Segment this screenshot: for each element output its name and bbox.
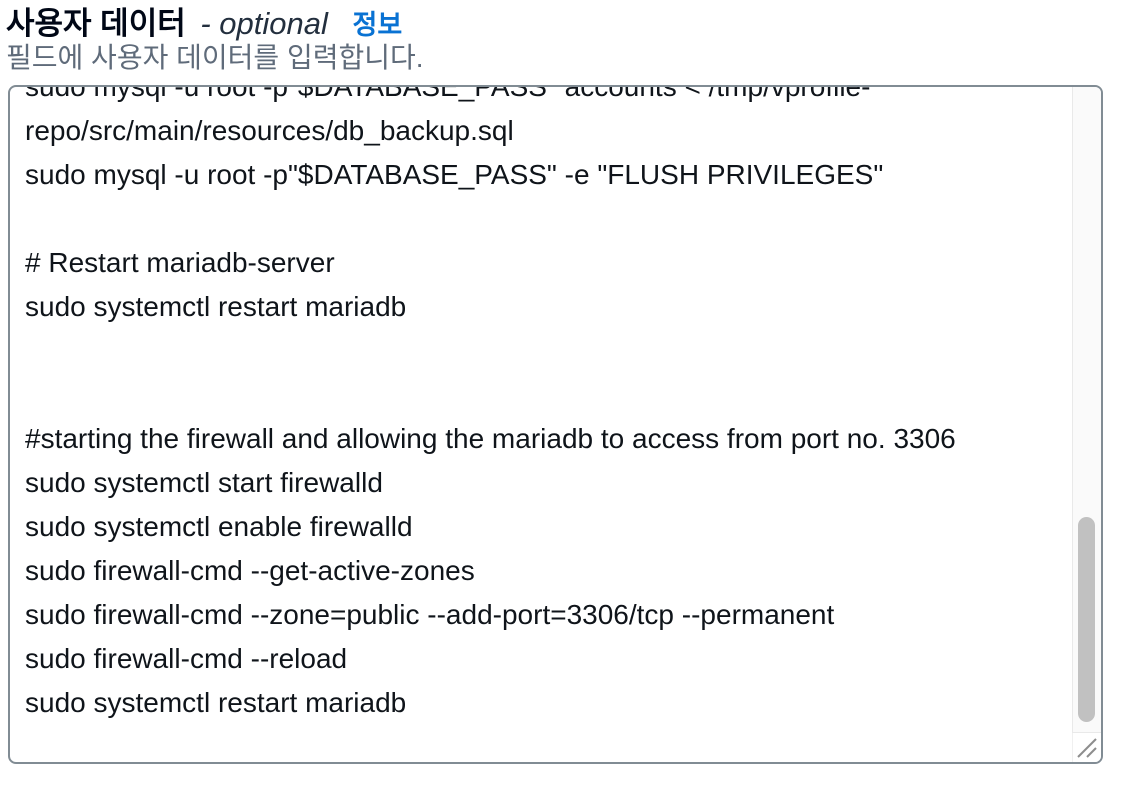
optional-label: - optional [200,6,328,41]
info-link[interactable]: 정보 [352,10,403,40]
resize-handle-icon[interactable] [1075,736,1099,760]
user-data-field-label: 사용자 데이터 [6,6,186,41]
textarea-viewport: sudo mysql -u root -p"$DATABASE_PASS" ac… [10,87,1055,762]
user-data-textarea[interactable]: sudo mysql -u root -p"$DATABASE_PASS" ac… [8,85,1103,764]
field-description: 필드에 사용자 데이터를 입력합니다. [6,42,424,73]
user-data-script-text: sudo mysql -u root -p"$DATABASE_PASS" ac… [25,87,956,718]
field-header: 사용자 데이터 - optional 정보 [6,6,402,43]
vertical-scrollbar[interactable] [1072,87,1101,733]
scrollbar-thumb[interactable] [1078,517,1095,722]
